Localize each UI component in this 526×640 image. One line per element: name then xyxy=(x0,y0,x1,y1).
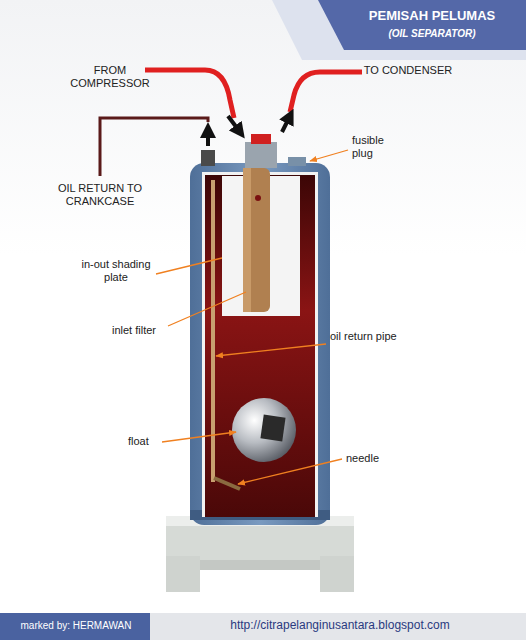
part-label: inlet filter xyxy=(112,324,170,337)
part-label: needle xyxy=(346,452,396,465)
needle xyxy=(214,478,240,489)
flow-arrow xyxy=(206,130,210,146)
part-label: in-out shading plate xyxy=(76,258,156,284)
oil-return-line xyxy=(100,118,208,176)
url-band: http://citrapelanginusantara.blogspot.co… xyxy=(150,613,526,640)
banner-shape xyxy=(300,0,526,50)
part-label: float xyxy=(128,435,162,448)
pipe-label: OIL RETURN TO CRANKCASE xyxy=(40,182,160,208)
inlet-filter xyxy=(243,168,270,312)
node-subtext: (OIL SEPARATOR) xyxy=(344,28,520,39)
separator-shell xyxy=(190,163,330,525)
title-backdrop xyxy=(272,0,526,60)
node-text: marked by: HERMAWAN xyxy=(8,620,144,631)
discharge-pipe xyxy=(145,70,234,118)
node-text: PEMISAH PELUMAS xyxy=(344,9,520,23)
float xyxy=(232,398,296,462)
fittings xyxy=(201,134,306,168)
stand xyxy=(166,516,354,592)
title-banner: PEMISAH PELUMAS (OIL SEPARATOR) xyxy=(300,0,526,50)
credit-band: marked by: HERMAWAN xyxy=(0,613,150,640)
condenser-pipe xyxy=(290,72,362,112)
leader-lines xyxy=(156,150,348,484)
flow-arrow xyxy=(228,116,240,132)
node-text: http://citrapelanginusantara.blogspot.co… xyxy=(160,619,520,632)
pipe-label: TO CONDENSER xyxy=(360,64,456,77)
part-label: oil return pipe xyxy=(330,330,402,343)
flow-arrow xyxy=(282,116,290,132)
oil-return-pipe xyxy=(211,180,215,482)
part-label: fusible plug xyxy=(352,134,404,160)
pipe-label: FROM COMPRESSOR xyxy=(62,64,158,90)
